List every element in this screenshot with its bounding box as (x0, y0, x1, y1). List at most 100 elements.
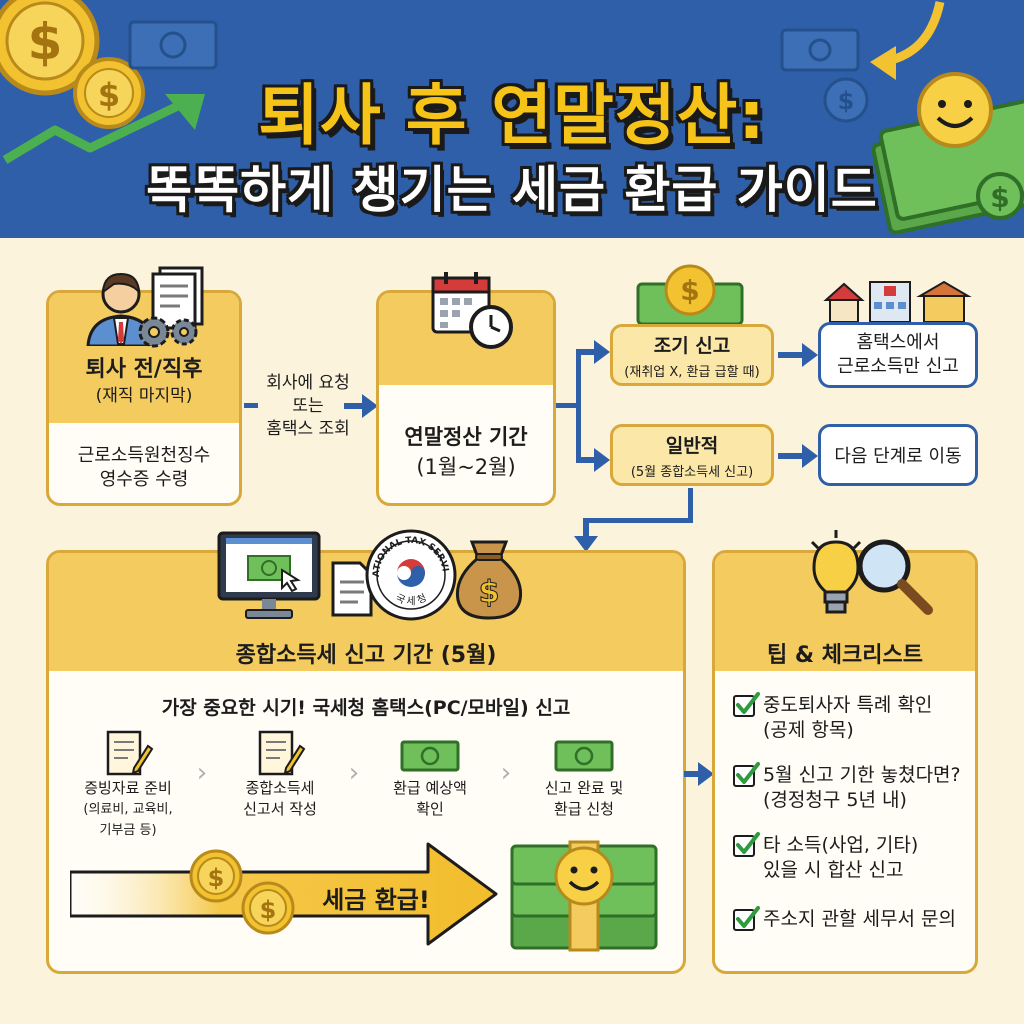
smiley-cash-icon: $ (636, 264, 744, 326)
flow-arrow-down-icon (574, 518, 598, 552)
step-title: 퇴사 전/직후 (85, 357, 203, 382)
substep-line: 환급 예상액 (393, 779, 467, 797)
checklist-item: 타 소득(사업, 기타) 있을 시 합산 신고 (733, 832, 919, 883)
flow-arrow-icon (576, 448, 610, 472)
houses-icon (823, 280, 972, 323)
step-subtitle: (재직 마지막) (95, 386, 193, 406)
dollar-coin-icon: $ (823, 77, 869, 123)
svg-text:$: $ (838, 87, 855, 115)
step-card-year-end-period: 연말정산 기간 (1월~2월) (376, 290, 556, 506)
flow-arrow-icon (576, 340, 610, 364)
dollar-coin-icon: $ (0, 0, 100, 96)
substep-line: (의료비, 교육비, (83, 802, 173, 817)
flow-arrow-line (688, 488, 693, 522)
step-body-line: 근로소득원천징수 (77, 445, 211, 466)
substep-line: 신고서 작성 (243, 800, 317, 818)
step-card-header (49, 293, 239, 423)
banknote-icon (128, 20, 218, 70)
substep-line: 증빙자료 준비 (84, 779, 172, 797)
flow-arrow-icon (344, 394, 378, 418)
step-title: 종합소득세 신고 기간 (5월) (235, 643, 497, 668)
flow-arrow-line (556, 403, 580, 408)
page-title: 퇴사 후 연말정산: (258, 77, 766, 154)
svg-text:$: $ (28, 13, 63, 71)
connector-label: 회사에 요청 또는 홈택스 조회 (248, 372, 368, 441)
chevron-right-icon: › (348, 758, 360, 788)
connector-line: 회사에 요청 (266, 373, 350, 393)
branch-note: (재취업 X, 환급 급할 때) (624, 364, 760, 380)
substep-line: 환급 신청 (554, 800, 614, 818)
nts-seal-icon: NATIONAL TAX SERVICE 국 세 청 (364, 528, 457, 621)
branch-note: (5월 종합소득세 신고) (630, 464, 754, 480)
connector-line: 또는 (292, 396, 324, 416)
computer-icon (217, 531, 321, 619)
checklist-text: 타 소득(사업, 기타) (763, 834, 919, 856)
branch-title: 조기 신고 (653, 334, 731, 357)
check-icon (733, 762, 760, 787)
substep-line: 종합소득세 (245, 779, 315, 797)
svg-text:$: $ (98, 76, 120, 114)
banknote-icon (554, 740, 614, 772)
checklist-text: 있을 시 합산 신고 (763, 859, 904, 881)
flow-arrow-icon (778, 343, 818, 367)
growth-arrow-icon (2, 94, 205, 164)
branch-title: 일반적 (665, 434, 719, 457)
banknote-icon (780, 28, 860, 72)
flow-arrow-line (584, 518, 693, 523)
branch-early-filing: 조기 신고 (재취업 X, 환급 급할 때) (610, 324, 774, 386)
connector-line: 홈택스 조회 (266, 419, 350, 439)
money-bag-icon: $ (455, 540, 523, 620)
businessman-icon (86, 272, 156, 346)
dollar-coin-icon: $ (189, 849, 243, 903)
clock-icon (469, 305, 513, 349)
result-line: 다음 단계로 이동 (834, 446, 962, 467)
substep-line: 기부금 등) (99, 823, 157, 838)
document-icon (151, 266, 204, 330)
result-line: 홈택스에서 (856, 332, 940, 353)
checklist-text: 중도퇴사자 특례 확인 (763, 694, 933, 716)
step-period: (1월~2월) (416, 455, 516, 479)
branch-general-result: 다음 단계로 이동 (818, 424, 978, 486)
dollar-coin-icon: $ (241, 881, 295, 935)
svg-text:$: $ (990, 181, 1009, 214)
checklist-item: 중도퇴사자 특례 확인 (공제 항목) (733, 692, 933, 743)
result-line: 근로소득만 신고 (837, 356, 959, 377)
checklist-text: 주소지 관할 세무서 문의 (763, 908, 956, 930)
flow-arrow-line (244, 403, 258, 408)
flow-arrow-line (576, 352, 581, 460)
flow-arrow-icon (684, 762, 714, 786)
curved-arrow-icon (870, 0, 945, 80)
checklist-text: (공제 항목) (763, 719, 854, 741)
substep-label: 신고 완료 및 환급 신청 (520, 778, 648, 820)
step-title: 연말정산 기간 (404, 425, 528, 449)
gear-icon (138, 316, 198, 348)
checklist-item: 주소지 관할 세무서 문의 (733, 906, 956, 932)
dollar-coin-icon: $ (73, 57, 145, 129)
check-icon (733, 692, 760, 717)
tips-checklist-card: 팁 & 체크리스트 중도퇴사자 특례 확인 (공제 항목) 5월 신고 기한 놓쳤… (712, 550, 978, 974)
header-banner: $ $ $ $ 퇴사 후 연말정산: 똑똑하게 챙기는 세금 환급 가이드 (0, 0, 1024, 238)
checklist-item: 5월 신고 기한 놓쳤다면? (경정청구 5년 내) (733, 762, 961, 813)
magnifier-icon (857, 539, 933, 615)
chevron-right-icon: › (500, 758, 512, 788)
checklist-text: (경정청구 5년 내) (763, 789, 907, 811)
check-icon (733, 906, 760, 931)
banknote-icon (400, 740, 460, 772)
lightbulb-icon (810, 530, 862, 614)
svg-text:$: $ (680, 274, 699, 307)
pencil-document-icon (106, 730, 154, 776)
substep-label: 증빙자료 준비 (의료비, 교육비, 기부금 등) (64, 778, 192, 841)
page-subtitle: 똑똑하게 챙기는 세금 환급 가이드 (146, 161, 878, 219)
step-body-line: 영수증 수령 (99, 469, 189, 490)
check-icon (733, 832, 760, 857)
substep-label: 환급 예상액 확인 (366, 778, 494, 820)
checklist-text: 5월 신고 기한 놓쳤다면? (763, 764, 961, 786)
svg-text:$: $ (260, 896, 277, 924)
seal-text-bottom: 국 세 청 (394, 592, 429, 608)
svg-text:$: $ (479, 575, 500, 610)
smiley-cash-icon: $ (871, 72, 1024, 235)
smiley-cash-icon (510, 840, 658, 952)
chevron-right-icon: › (196, 758, 208, 788)
tips-title: 팁 & 체크리스트 (767, 643, 923, 668)
branch-general: 일반적 (5월 종합소득세 신고) (610, 424, 774, 486)
